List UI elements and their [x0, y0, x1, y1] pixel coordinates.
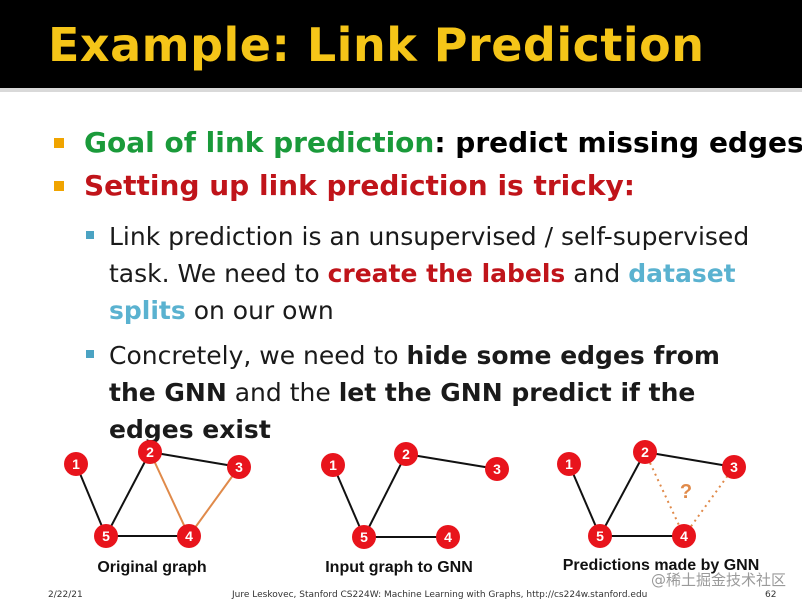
sub1-text-e: on our own	[185, 296, 334, 325]
graph-original: 1 2 3 4 5 Original graph	[64, 440, 251, 576]
sub1-text-a: Link prediction is an unsupervised / sel…	[109, 222, 750, 288]
graph-node: 4	[436, 525, 460, 549]
graph-node: 1	[321, 453, 345, 477]
graph-node: 4	[672, 524, 696, 548]
graph-input: 1 2 3 4 5 Input graph to GNN	[321, 442, 509, 576]
sub-bullet-2-text: Concretely, we need to hide some edges f…	[109, 337, 769, 448]
graph-node: 3	[485, 457, 509, 481]
graph-node: 3	[227, 455, 251, 479]
svg-text:1: 1	[565, 456, 573, 472]
graph-node: 1	[64, 452, 88, 476]
sub-bullet-marker	[86, 231, 94, 239]
svg-text:5: 5	[102, 528, 110, 544]
svg-text:4: 4	[185, 528, 193, 544]
unknown-edge-marker: ?	[680, 481, 692, 503]
page-number: 62	[765, 590, 777, 600]
goal-rest: : predict missing edges	[434, 126, 802, 159]
graph-caption: Original graph	[97, 559, 206, 576]
sub1-emph-labels: create the labels	[327, 259, 566, 288]
bullet-marker	[54, 181, 64, 191]
graph-node: 2	[633, 440, 657, 464]
graph-caption: Predictions made by GNN	[563, 557, 760, 574]
graph-node: 2	[138, 440, 162, 464]
sub2-emph-predict: let the GNN predict if the edges exist	[109, 378, 696, 444]
sub2-emph-hide: hide some edges from the GNN	[109, 341, 720, 407]
svg-text:5: 5	[360, 529, 368, 545]
svg-text:2: 2	[641, 444, 649, 460]
watermark: @稀土掘金技术社区	[650, 571, 786, 589]
svg-text:3: 3	[493, 461, 501, 477]
setup-text: Setting up link prediction is tricky:	[84, 169, 635, 202]
svg-text:3: 3	[730, 459, 738, 475]
bullet-text: Goal of link prediction: predict missing…	[84, 126, 802, 159]
graph-node: 4	[177, 524, 201, 548]
graph-caption: Input graph to GNN	[325, 559, 473, 576]
goal-label: Goal of link prediction	[84, 126, 435, 159]
title-divider	[0, 88, 802, 92]
footer-credit: Jure Leskovec, Stanford CS224W: Machine …	[232, 590, 648, 600]
sub1-text-c: and	[565, 259, 629, 288]
bullet-marker	[54, 138, 64, 148]
svg-text:1: 1	[72, 456, 80, 472]
footer-date: 2/22/21	[48, 590, 83, 600]
sub-bullet-1-text: Link prediction is an unsupervised / sel…	[109, 218, 769, 329]
graph-predictions: ? 1 2 3 4 5 Predictions made by GNN	[557, 440, 759, 574]
graph-node: 5	[588, 524, 612, 548]
slide-title: Example: Link Prediction	[48, 18, 705, 72]
title-bar: Example: Link Prediction	[0, 0, 802, 88]
graph-node: 1	[557, 452, 581, 476]
graph-diagrams: 1 2 3 4 5 Original graph 1 2 3 4 5 Input…	[64, 440, 759, 576]
svg-text:3: 3	[235, 459, 243, 475]
graph-node: 5	[94, 524, 118, 548]
graph-node: 5	[352, 525, 376, 549]
sub-bullet-marker	[86, 350, 94, 358]
svg-text:4: 4	[680, 528, 688, 544]
sub2-text-a: Concretely, we need to	[109, 341, 407, 370]
svg-text:2: 2	[146, 444, 154, 460]
graph-node: 3	[722, 455, 746, 479]
sub1-emph-splits: dataset splits	[109, 259, 736, 325]
svg-text:2: 2	[402, 446, 410, 462]
sub2-text-c: and the	[226, 378, 339, 407]
svg-text:5: 5	[596, 528, 604, 544]
svg-text:1: 1	[329, 457, 337, 473]
graph-node: 2	[394, 442, 418, 466]
svg-text:4: 4	[444, 529, 452, 545]
